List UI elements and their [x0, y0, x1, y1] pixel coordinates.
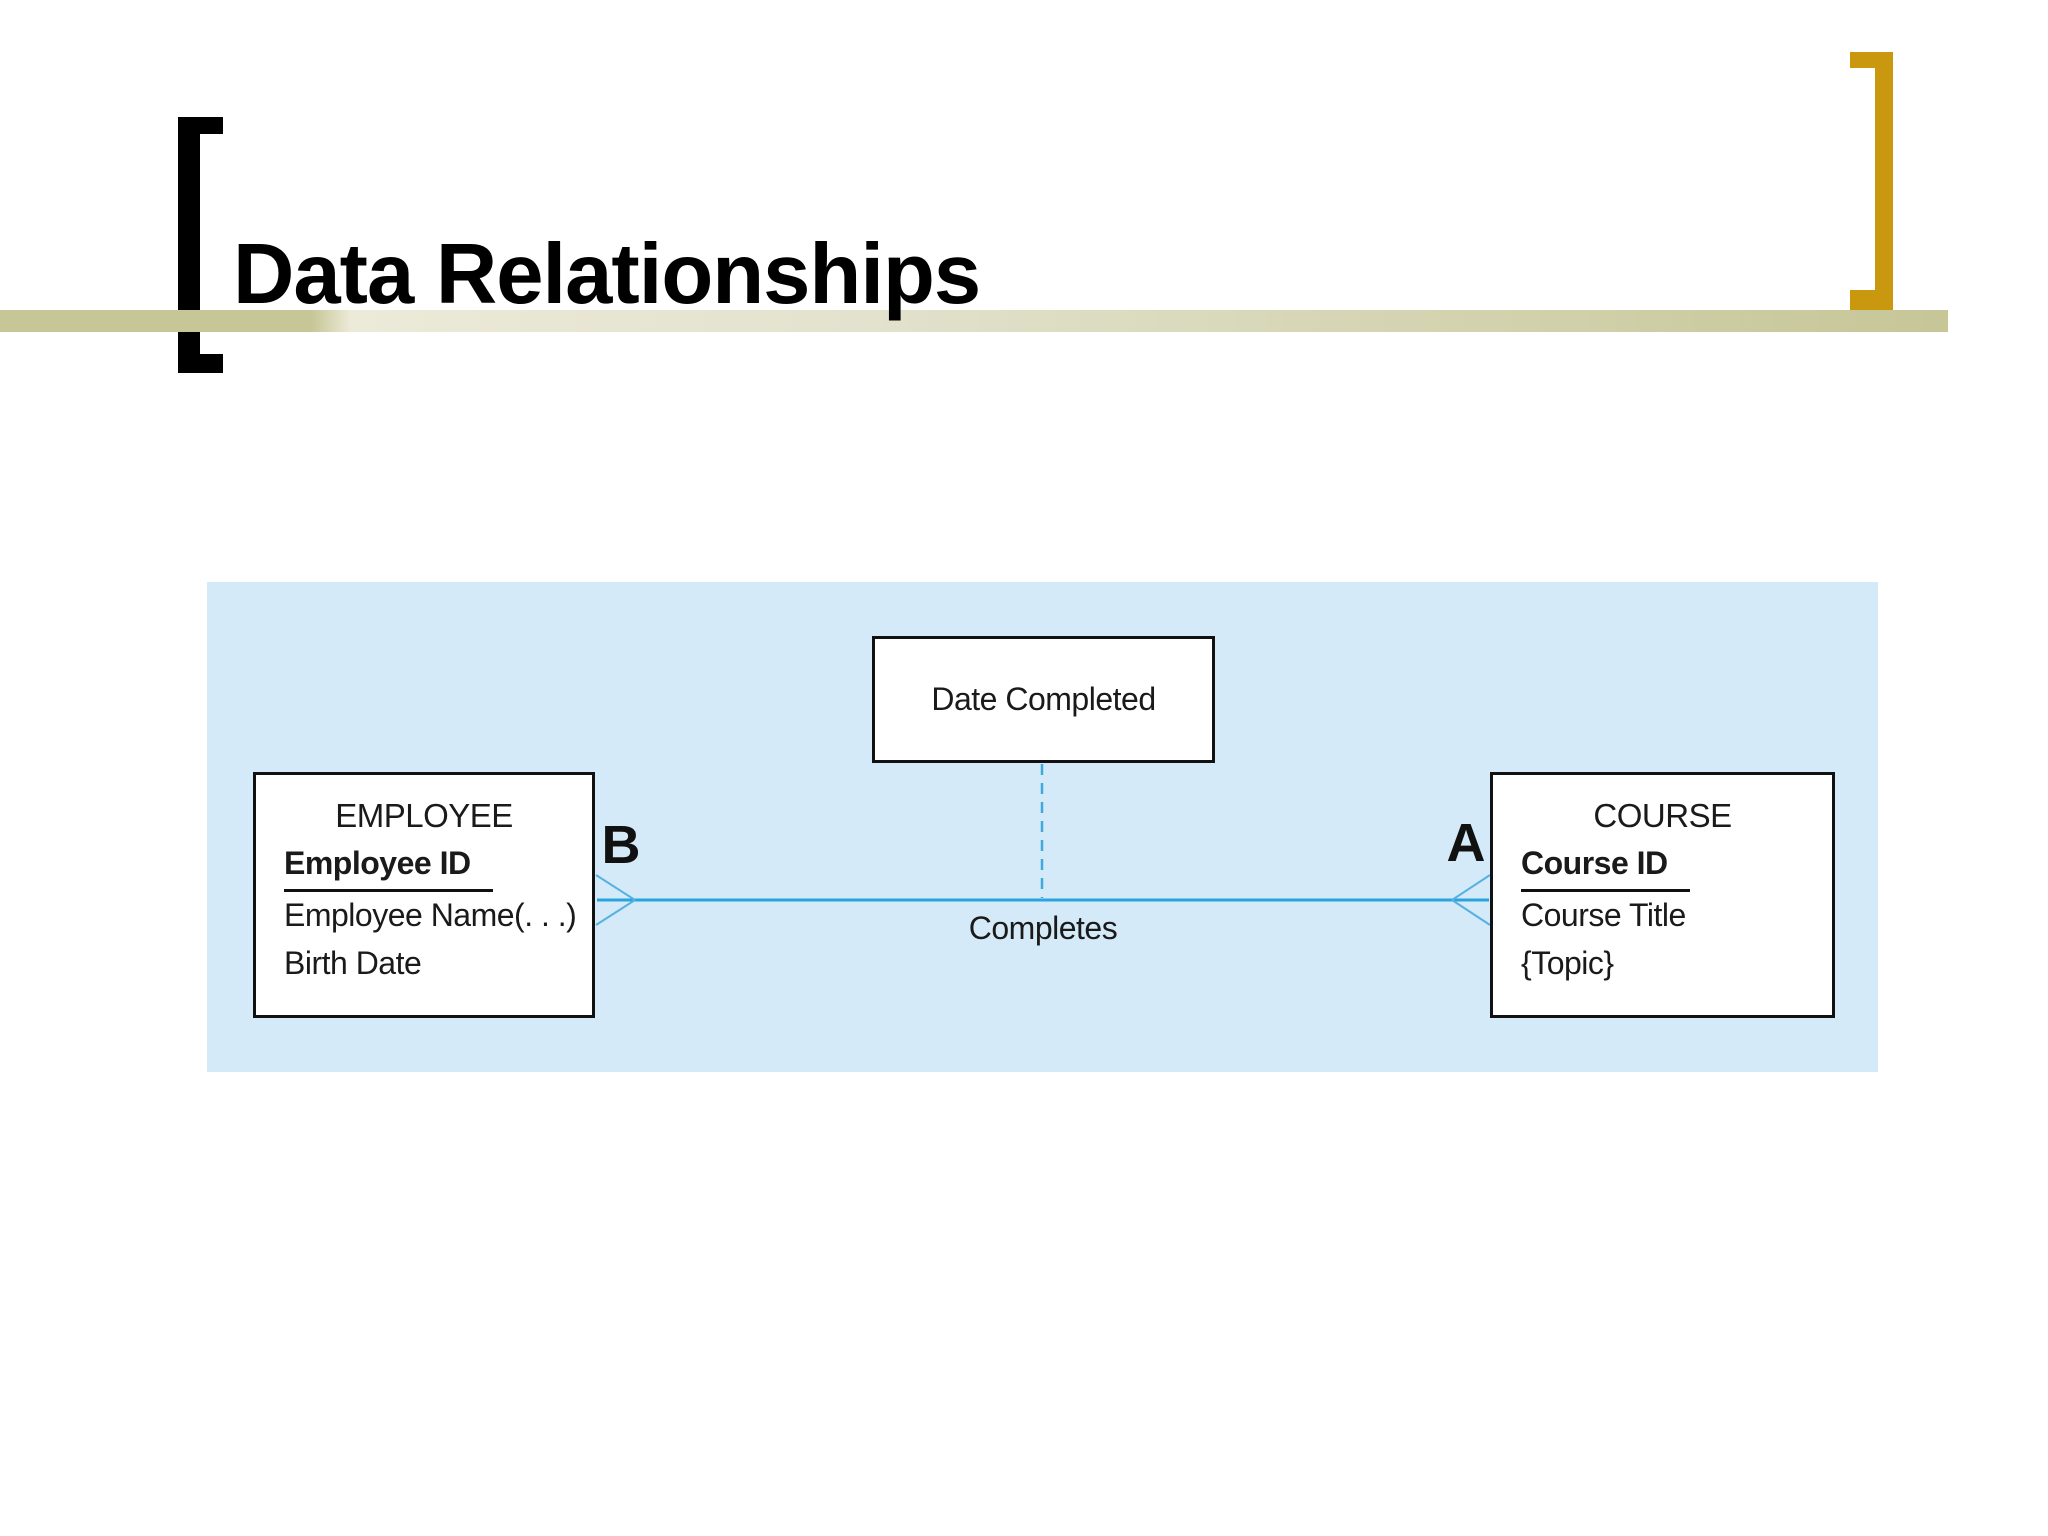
- cardinality-label-a: A: [1446, 813, 1486, 873]
- entity-course-attribute: {Topic}: [1521, 945, 1614, 981]
- associative-attribute-box: Date Completed: [872, 636, 1215, 763]
- entity-course-attribute: Course Title: [1521, 897, 1686, 933]
- page-title: Data Relationships: [233, 227, 981, 322]
- associative-attribute-label: Date Completed: [931, 681, 1156, 717]
- right-bracket-decoration: [1850, 52, 1893, 310]
- entity-employee-attribute: Employee Name(. . .): [284, 897, 577, 933]
- entity-employee-name: EMPLOYEE: [335, 797, 513, 834]
- entity-employee-attribute: Birth Date: [284, 945, 422, 981]
- entity-employee-key-attribute: Employee ID: [284, 845, 493, 892]
- relationship-label: Completes: [968, 910, 1118, 946]
- entity-employee: EMPLOYEE Employee ID Employee Name(. . .…: [253, 772, 595, 1018]
- cardinality-label-b: B: [601, 815, 641, 875]
- entity-employee-key-attribute-text: Employee ID: [284, 845, 493, 892]
- entity-course-name: COURSE: [1593, 797, 1732, 834]
- entity-course: COURSE Course ID Course Title {Topic}: [1490, 772, 1835, 1018]
- left-bracket-decoration: [178, 117, 223, 373]
- entity-course-key-attribute: Course ID: [1521, 845, 1690, 892]
- title-underline-band: [0, 310, 1948, 332]
- entity-course-key-attribute-text: Course ID: [1521, 845, 1690, 892]
